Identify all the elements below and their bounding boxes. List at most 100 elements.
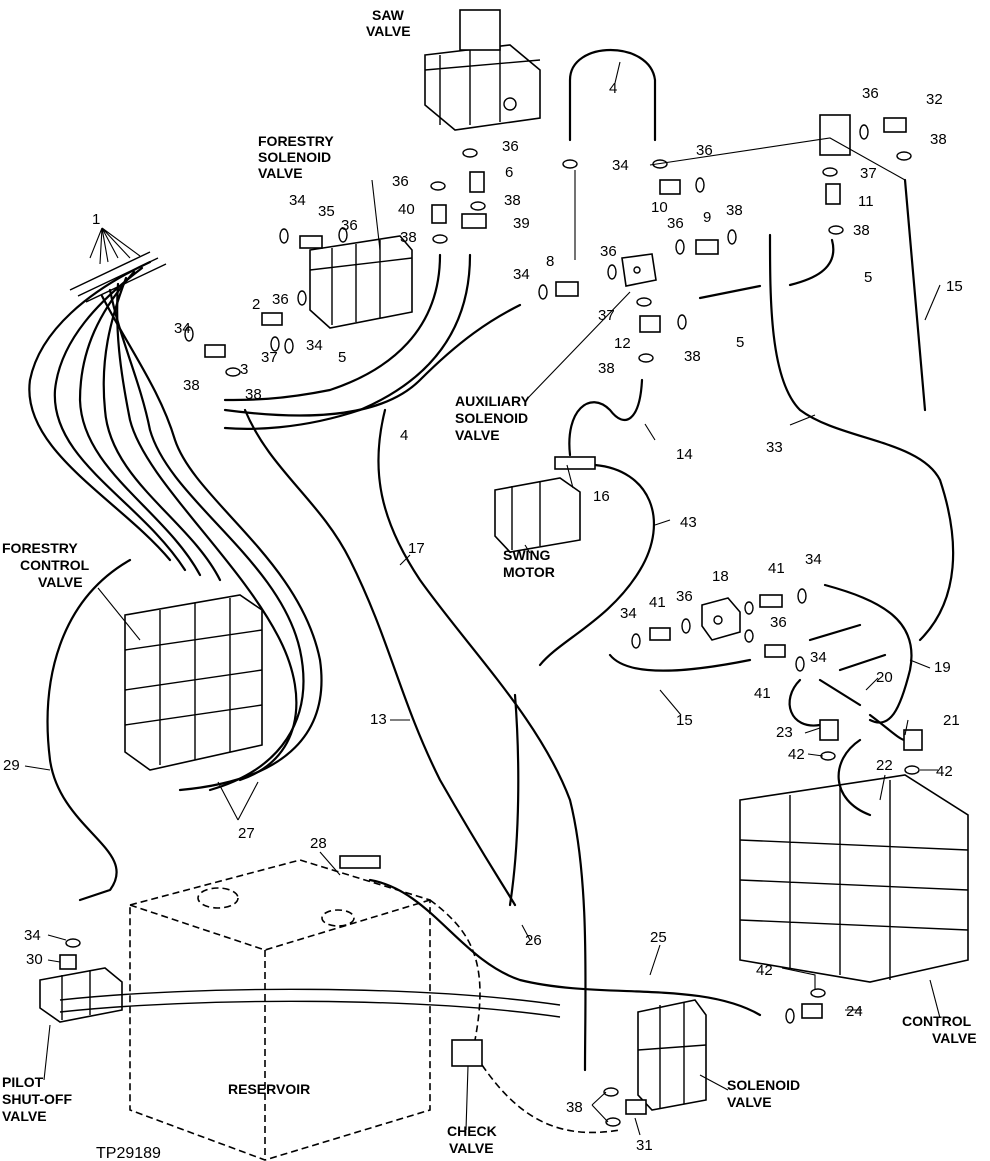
forestry-control-valve-label: FORESTRY CONTROL VALVE [2, 540, 90, 590]
solenoid-valve-body [637, 999, 707, 1111]
reservoir-label: RESERVOIR [228, 1081, 310, 1097]
svg-text:CONTROL: CONTROL [20, 557, 90, 573]
callout-13: 13 [370, 711, 387, 728]
figure-reference-id: TP29189 [96, 1145, 161, 1161]
callout-5c: 5 [864, 269, 872, 286]
hose-15 [608, 178, 927, 672]
callout-8: 8 [546, 253, 554, 270]
callout-38i: 38 [598, 360, 615, 377]
callout-34f: 34 [620, 605, 637, 622]
callout-34e: 34 [513, 266, 530, 283]
svg-text:VALVE: VALVE [932, 1030, 977, 1046]
hose-20-22 [788, 623, 907, 817]
svg-text:SHUT-OFF: SHUT-OFF [2, 1091, 72, 1107]
control-valve-label: CONTROL VALVE [902, 1013, 977, 1046]
svg-text:SOLENOID: SOLENOID [727, 1077, 800, 1093]
fittings [59, 114, 923, 1127]
callout-5b: 5 [736, 334, 744, 351]
callout-35: 35 [318, 203, 335, 220]
callout-5: 5 [338, 349, 346, 366]
callout-34b: 34 [174, 320, 191, 337]
callout-37b: 37 [598, 307, 615, 324]
hose-43 [538, 463, 656, 667]
callout-36e: 36 [696, 142, 713, 159]
callout-40: 40 [398, 201, 415, 218]
svg-text:VALVE: VALVE [2, 1108, 47, 1124]
callout-16: 16 [593, 488, 610, 505]
svg-text:VALVE: VALVE [38, 574, 83, 590]
forestry-control-valve-body [124, 594, 263, 771]
forestry-solenoid-valve-body [309, 235, 413, 329]
svg-text:CONTROL: CONTROL [902, 1013, 972, 1029]
svg-text:PILOT: PILOT [2, 1074, 44, 1090]
callout-38: 38 [504, 192, 521, 209]
callout-38e: 38 [726, 202, 743, 219]
callout-37c: 37 [860, 165, 877, 182]
svg-text:FORESTRY: FORESTRY [258, 133, 334, 149]
svg-text:MOTOR: MOTOR [503, 564, 555, 580]
callout-38d: 38 [245, 386, 262, 403]
callout-42: 42 [788, 746, 805, 763]
callout-43: 43 [680, 514, 697, 531]
control-valve-body [739, 774, 969, 983]
leader-lines [24, 61, 941, 1136]
check-valve-label: CHECK VALVE [447, 1123, 497, 1156]
block-18 [701, 597, 741, 641]
auxiliary-solenoid-valve-label: AUXILIARY SOLENOID VALVE [455, 393, 531, 443]
callout-26: 26 [525, 932, 542, 949]
callout-11: 11 [858, 193, 874, 210]
callout-38g: 38 [853, 222, 870, 239]
svg-text:VALVE: VALVE [449, 1140, 494, 1156]
callout-42c: 42 [756, 962, 773, 979]
callout-38c: 38 [183, 377, 200, 394]
callout-38j: 38 [566, 1099, 583, 1116]
hose-33 [768, 233, 955, 642]
callout-17: 17 [408, 540, 425, 557]
callout-41: 41 [768, 560, 785, 577]
hose-13 [243, 408, 517, 907]
callout-23: 23 [776, 724, 793, 741]
callout-numbers: 1 2 3 4 4 5 5 5 6 8 9 10 11 12 13 14 15 … [3, 80, 963, 1154]
callout-36c: 36 [502, 138, 519, 155]
callout-38b: 38 [400, 229, 417, 246]
callout-27: 27 [238, 825, 255, 842]
callout-36j: 36 [770, 614, 787, 631]
hose-29 [46, 558, 132, 902]
callout-41c: 41 [754, 685, 771, 702]
callout-4: 4 [609, 80, 617, 97]
callout-14: 14 [676, 446, 693, 463]
pilot-shutoff-valve-label: PILOT SHUT-OFF VALVE [2, 1074, 72, 1124]
callout-38f: 38 [930, 131, 947, 148]
callout-1: 1 [92, 211, 100, 228]
auxiliary-solenoid-valve-body [621, 253, 657, 287]
callout-29: 29 [3, 757, 20, 774]
check-valve-body [451, 1039, 483, 1067]
callout-2: 2 [252, 296, 260, 313]
callout-34: 34 [289, 192, 306, 209]
callout-20: 20 [876, 669, 893, 686]
callout-33: 33 [766, 439, 783, 456]
reservoir-tank [59, 859, 561, 1161]
callout-34i: 34 [24, 927, 41, 944]
callout-15: 15 [946, 278, 963, 295]
callout-37: 37 [261, 349, 278, 366]
svg-text:VALVE: VALVE [455, 427, 500, 443]
callout-28: 28 [310, 835, 327, 852]
saw-valve-body [424, 9, 541, 131]
callout-34c: 34 [306, 337, 323, 354]
callout-10: 10 [651, 199, 668, 216]
hose-14 [568, 378, 644, 457]
callout-36d: 36 [392, 173, 409, 190]
callout-42b: 42 [936, 763, 953, 780]
callout-6: 6 [505, 164, 513, 181]
callout-36: 36 [341, 217, 358, 234]
forestry-solenoid-valve-label: FORESTRY SOLENOID VALVE [258, 133, 334, 181]
callout-9: 9 [703, 209, 711, 226]
svg-text:AUXILIARY: AUXILIARY [455, 393, 531, 409]
callout-39: 39 [513, 215, 530, 232]
hose-4 [223, 49, 657, 417]
hose-5 [223, 238, 835, 402]
svg-text:FORESTRY: FORESTRY [2, 540, 78, 556]
callout-32: 32 [926, 91, 943, 108]
hose-26-return [429, 693, 621, 1134]
